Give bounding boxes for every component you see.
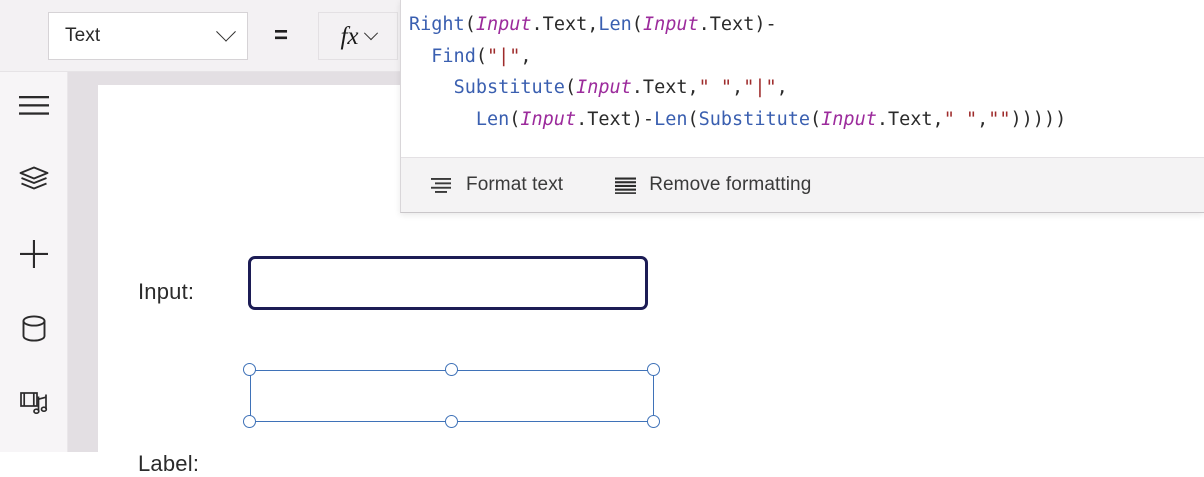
insert-icon [20,239,48,273]
formula-token: Find [431,45,476,67]
chevron-down-icon [216,21,236,42]
formula-token: "|" [486,45,521,67]
property-select[interactable]: Text [48,12,248,60]
formula-token: Len [598,14,632,35]
format-text-button[interactable]: Format text [427,167,567,203]
formula-token: .Text, [876,108,944,130]
formula-token: Right [409,14,465,35]
resize-handle-top-right[interactable] [647,363,660,376]
text-input-control[interactable] [248,256,648,310]
left-rail [0,72,68,452]
formula-token: Substitute [698,108,811,130]
formula-token: ( [631,14,643,35]
formula-token: Substitute [453,77,565,98]
formula-token: ( [687,108,699,130]
formula-token: .Text, [531,14,599,35]
formula-line: Find("|", [409,41,1192,73]
rail-item-media[interactable] [0,377,68,433]
formula-token: ( [509,108,521,130]
resize-handle-bottom-center[interactable] [445,415,458,428]
formula-token: Input [576,77,632,98]
resize-handle-bottom-left[interactable] [243,415,256,428]
resize-handle-top-left[interactable] [243,363,256,376]
formula-token: ( [464,14,476,35]
rail-item-data[interactable] [0,303,68,359]
formula-token: , [977,108,989,130]
property-select-value: Text [65,25,101,46]
formula-token: ( [475,45,487,67]
rail-item-menu[interactable] [0,80,68,136]
rail-item-tree-view[interactable] [0,153,68,209]
formula-format-toolbar: Format text Remove formatting [401,157,1204,212]
fx-icon: fx [340,22,359,50]
media-icon [20,390,48,421]
equals-sign: = [273,22,288,49]
formula-token: , [776,77,788,98]
formula-token: .Text)- [698,14,777,35]
formula-token: " " [698,77,733,98]
remove-formatting-button[interactable]: Remove formatting [611,167,815,203]
formula-token [409,109,476,130]
fx-button[interactable]: fx [318,12,398,60]
format-text-label: Format text [466,174,564,195]
formula-token: ( [810,108,822,130]
formula-token [409,46,431,67]
formula-input[interactable]: Right(Input.Text,Len(Input.Text)- Find("… [401,0,1204,157]
formula-token: Len [475,108,510,130]
formula-token: Input [642,14,699,35]
data-icon [22,315,46,347]
formula-token: , [520,45,532,67]
formula-token: Input [475,14,532,35]
resize-handle-bottom-right[interactable] [647,415,660,428]
input-field-caption: Input: [138,279,195,304]
formula-token: , [732,77,744,98]
remove-formatting-label: Remove formatting [649,174,812,195]
formula-token: " " [943,108,978,130]
formula-token: ( [564,77,577,98]
rail-item-insert[interactable] [0,228,68,284]
label-control-selection [243,363,660,428]
remove-formatting-icon [615,177,637,194]
formula-token: Input [520,108,577,130]
formula-line: Len(Input.Text)-Len(Substitute(Input.Tex… [409,104,1192,136]
menu-icon [19,95,49,122]
label-field-caption: Label: [138,451,200,476]
formula-token: .Text, [631,77,699,98]
formula-token [409,77,454,98]
formula-token: "" [988,108,1011,130]
formula-line: Substitute(Input.Text," ","|", [409,72,1192,104]
chevron-down-icon [363,26,378,41]
formula-token: "|" [743,77,777,98]
format-text-icon [431,177,453,193]
formula-token: Input [821,108,877,130]
formula-token: ))))) [1010,108,1067,130]
formula-line: Right(Input.Text,Len(Input.Text)- [409,9,1192,41]
formula-panel: Right(Input.Text,Len(Input.Text)- Find("… [400,0,1204,213]
formula-token: Len [654,108,688,130]
resize-handle-top-center[interactable] [445,363,458,376]
tree-view-icon [19,166,49,197]
formula-token: .Text)- [576,108,655,130]
